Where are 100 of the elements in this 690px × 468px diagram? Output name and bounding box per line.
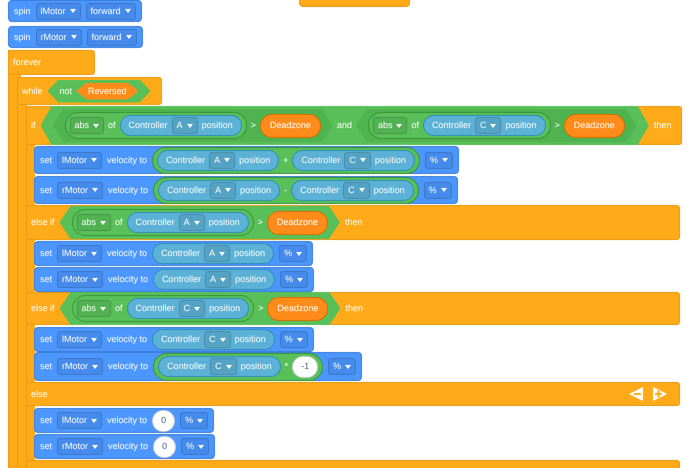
dropdown: C [343, 182, 370, 198]
block-label: and [336, 120, 352, 131]
dropdown: lMotor [36, 2, 81, 20]
dropdown: forward [86, 2, 136, 20]
block-label: set [40, 441, 52, 452]
block-label: not [60, 86, 72, 96]
dropdown: forward [86, 28, 137, 46]
dropdown: lMotor [57, 152, 102, 168]
dropdown: lMotor [57, 412, 102, 429]
dropdown: % [181, 438, 210, 455]
block-label: velocity to [107, 154, 148, 166]
dropdown: abs [76, 300, 112, 317]
block-label: - [284, 184, 288, 196]
block-label: set [40, 334, 52, 345]
dropdown: C [474, 117, 502, 134]
dropdown: rMotor [57, 182, 104, 198]
reporter-block [152, 243, 274, 264]
dropdown: abs [372, 117, 408, 134]
command-block [34, 352, 362, 381]
command-block [34, 408, 214, 433]
reporter-block [291, 180, 414, 200]
command-block [8, 0, 142, 22]
block-label: set [40, 274, 52, 285]
block-label: position [374, 154, 406, 166]
block-label: set [40, 248, 52, 259]
block-label: velocity to [107, 248, 148, 259]
block-label: Controller [167, 361, 206, 372]
command-block [34, 267, 314, 292]
block-label: velocity to [108, 184, 148, 196]
operator-block [153, 352, 324, 380]
block-label: set [40, 184, 52, 196]
variable-block [267, 296, 328, 320]
block-label: of [115, 217, 123, 228]
dropdown: % [328, 358, 356, 375]
block-label: position [239, 154, 270, 166]
block-label: Controller [300, 184, 340, 196]
variable-block [260, 114, 321, 138]
block-label: Deadzone [276, 217, 318, 228]
block-label: else [31, 388, 48, 400]
block-label: position [235, 274, 266, 285]
block-label: position [374, 184, 405, 196]
block-label: Controller [162, 274, 202, 285]
dropdown: C [204, 331, 231, 348]
forever-block [8, 50, 95, 75]
reporter-block [158, 180, 280, 200]
block-label: + [283, 154, 288, 166]
block-label: while [22, 86, 43, 96]
dropdown: A [178, 214, 205, 231]
block-label: set [40, 415, 52, 426]
block-label: then [654, 120, 672, 131]
dropdown: rMotor [57, 271, 104, 288]
if-block [26, 106, 680, 468]
block-label: Controller [136, 303, 175, 314]
dropdown: % [424, 152, 453, 168]
reporter-block [126, 298, 250, 319]
dropdown: A [210, 182, 236, 198]
block-label: Controller [166, 154, 206, 166]
dropdown: abs [70, 117, 104, 134]
block-label: then [344, 217, 362, 228]
variable-block [564, 114, 625, 138]
dropdown: lMotor [57, 331, 102, 348]
block-label: > [258, 303, 264, 314]
block-label: of [411, 120, 419, 131]
block-label: Controller [432, 120, 471, 131]
dropdown: rMotor [57, 358, 104, 375]
block-label: else if [31, 217, 55, 228]
block-label: velocity to [107, 334, 148, 345]
variable-block [266, 210, 328, 234]
dropdown: % [279, 245, 308, 262]
block-label: Deadzone [277, 303, 318, 314]
reporter-block [126, 212, 249, 233]
reporter-block [152, 329, 275, 350]
block-label: if [31, 120, 36, 131]
number-input [292, 356, 318, 378]
block-label: position [505, 120, 537, 131]
operator-block [72, 209, 254, 236]
reporter-block [120, 115, 242, 136]
reporter-block [153, 269, 276, 290]
block-label: set [40, 154, 52, 166]
block-label: position [234, 248, 266, 259]
operator-block [72, 295, 254, 322]
block-label: position [240, 184, 272, 196]
block-label: 0 [161, 415, 166, 426]
block-label: position [234, 334, 266, 345]
block-label: of [108, 120, 116, 131]
reporter-block [292, 150, 415, 170]
dropdown: % [280, 331, 308, 348]
block-label: Deadzone [574, 120, 615, 131]
dropdown: abs [76, 214, 112, 231]
block-label: velocity to [108, 274, 148, 285]
dropdown: % [180, 412, 208, 429]
operator-block [368, 112, 551, 139]
command-block [34, 434, 216, 459]
block-label: > [250, 120, 256, 131]
command-block [34, 176, 458, 204]
block-label: position [240, 361, 272, 372]
block-label: velocity to [108, 361, 148, 372]
command-block [8, 26, 143, 48]
block-label: Controller [128, 120, 168, 131]
block-label: velocity to [108, 441, 148, 452]
